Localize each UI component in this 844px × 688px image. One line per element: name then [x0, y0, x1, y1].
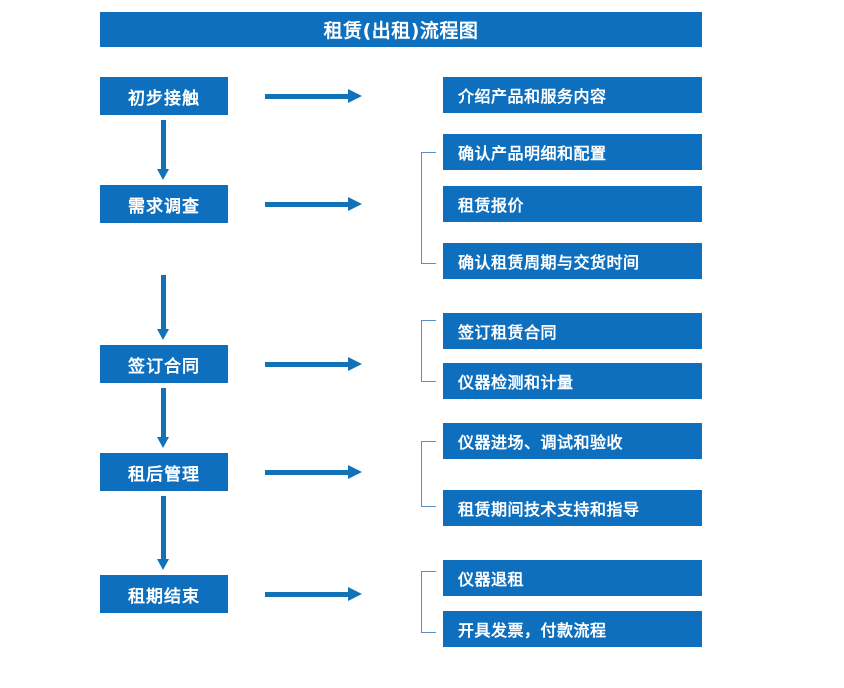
stage-box-5[interactable]: 租期结束: [100, 575, 228, 613]
flow-arrow-right-1: [265, 89, 362, 103]
stage-box-1[interactable]: 初步接触: [100, 77, 228, 115]
flow-arrow-right-3: [265, 357, 362, 371]
stage-box-2[interactable]: 需求调查: [100, 185, 228, 223]
detail-box-5[interactable]: 签订租赁合同: [443, 313, 702, 349]
flow-arrow-down-4: [157, 496, 170, 570]
detail-box-6[interactable]: 仪器检测和计量: [443, 363, 702, 399]
bracket-group-4: [421, 441, 436, 507]
stage-box-4[interactable]: 租后管理: [100, 453, 228, 491]
flow-arrow-right-4: [265, 465, 362, 479]
stage-box-3[interactable]: 签订合同: [100, 345, 228, 383]
bracket-group-2: [421, 152, 436, 264]
detail-box-8[interactable]: 租赁期间技术支持和指导: [443, 490, 702, 526]
bracket-group-5: [421, 571, 436, 633]
flow-arrow-down-1: [157, 120, 170, 180]
flow-arrow-down-3: [157, 388, 170, 448]
detail-box-7[interactable]: 仪器进场、调试和验收: [443, 423, 702, 459]
detail-box-3[interactable]: 租赁报价: [443, 186, 702, 222]
detail-box-4[interactable]: 确认租赁周期与交货时间: [443, 243, 702, 279]
detail-box-9[interactable]: 仪器退租: [443, 560, 702, 596]
bracket-group-3: [421, 320, 436, 382]
flow-arrow-right-5: [265, 587, 362, 601]
flow-arrow-down-2: [157, 275, 170, 340]
flowchart-title: 租赁(出租)流程图: [100, 12, 702, 47]
detail-box-10[interactable]: 开具发票，付款流程: [443, 611, 702, 647]
flow-arrow-right-2: [265, 197, 362, 211]
detail-box-1[interactable]: 介绍产品和服务内容: [443, 77, 702, 113]
detail-box-2[interactable]: 确认产品明细和配置: [443, 134, 702, 170]
